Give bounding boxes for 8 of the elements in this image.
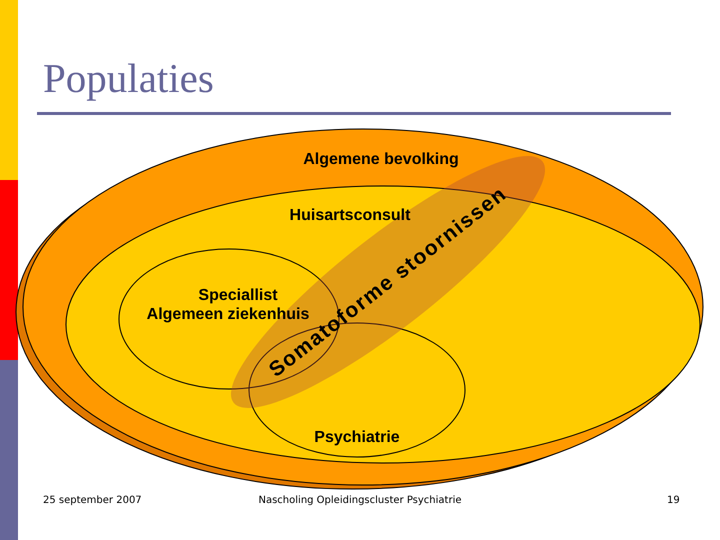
- ellipse-label: Psychiatrie: [314, 428, 400, 448]
- slide-title: Populaties: [43, 56, 214, 102]
- ellipse-label: Algemene bevolking: [303, 150, 459, 170]
- population-ellipse: [14, 128, 704, 490]
- population-ellipse: [65, 185, 701, 464]
- footer-text: Nascholing Opleidingscluster Psychiatrie: [258, 495, 462, 506]
- footer-date: 25 september 2007: [43, 495, 142, 506]
- page-number: 19: [667, 495, 680, 506]
